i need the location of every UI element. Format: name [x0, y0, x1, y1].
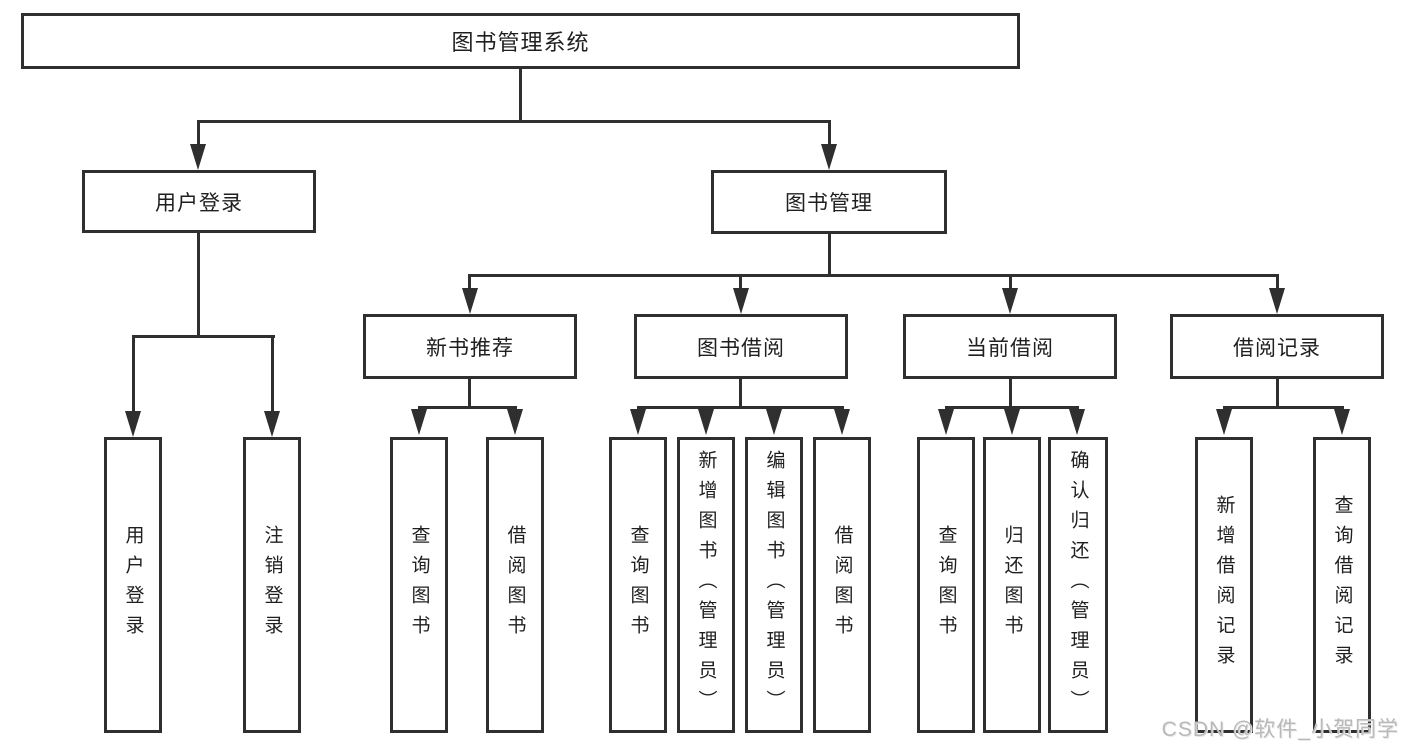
arrowhead-down-icon — [1004, 409, 1020, 435]
node-label: 查询借阅记录 — [1331, 495, 1353, 675]
node-label: 查询图书 — [627, 525, 649, 645]
arrowhead-down-icon — [1216, 409, 1232, 435]
node-label: 新书推荐 — [426, 336, 514, 360]
leaf-query-books-recommend: 查询图书 — [390, 437, 448, 733]
leaf-query-borrow-record: 查询借阅记录 — [1313, 437, 1371, 733]
arrowhead-down-icon — [733, 288, 749, 314]
node-current-borrow: 当前借阅 — [903, 314, 1117, 379]
node-user-login: 用户登录 — [82, 170, 316, 233]
connector-line — [1009, 274, 1012, 290]
leaf-add-books-admin: 新增图书（管理员） — [677, 437, 735, 733]
node-label: 归还图书 — [1001, 525, 1023, 645]
arrowhead-down-icon — [698, 409, 714, 435]
connector-line — [271, 335, 274, 413]
arrowhead-down-icon — [1334, 409, 1350, 435]
leaf-confirm-return-admin: 确认归还（管理员） — [1048, 437, 1108, 733]
connector-line — [519, 69, 522, 122]
node-root: 图书管理系统 — [21, 13, 1020, 69]
node-label: 借阅图书 — [504, 525, 526, 645]
node-label: 用户登录 — [122, 525, 144, 645]
arrowhead-down-icon — [1002, 288, 1018, 314]
connector-line — [468, 274, 471, 290]
connector-line — [418, 406, 517, 409]
node-label: 注销登录 — [261, 525, 283, 645]
leaf-edit-books-admin: 编辑图书（管理员） — [745, 437, 803, 733]
arrowhead-down-icon — [834, 409, 850, 435]
leaf-query-books-borrow: 查询图书 — [609, 437, 667, 733]
connector-line — [1009, 379, 1012, 409]
node-label: 当前借阅 — [966, 336, 1054, 360]
node-book-management: 图书管理 — [711, 170, 947, 234]
node-book-borrow: 图书借阅 — [634, 314, 848, 379]
leaf-return-books: 归还图书 — [983, 437, 1041, 733]
node-borrow-record: 借阅记录 — [1170, 314, 1384, 379]
connector-line — [132, 335, 135, 413]
leaf-add-borrow-record: 新增借阅记录 — [1195, 437, 1253, 733]
leaf-user-login: 用户登录 — [104, 437, 162, 733]
leaf-borrow-books: 借阅图书 — [813, 437, 871, 733]
connector-line — [468, 274, 1279, 277]
leaf-borrow-books-recommend: 借阅图书 — [486, 437, 544, 733]
connector-line — [197, 120, 200, 147]
connector-line — [132, 335, 275, 338]
arrowhead-down-icon — [462, 288, 478, 314]
arrowhead-down-icon — [411, 409, 427, 435]
node-label: 借阅记录 — [1233, 336, 1321, 360]
connector-line — [828, 234, 831, 276]
arrowhead-down-icon — [821, 144, 837, 170]
arrowhead-down-icon — [766, 409, 782, 435]
node-label: 编辑图书（管理员） — [763, 450, 785, 720]
connector-line — [637, 406, 844, 409]
leaf-logout: 注销登录 — [243, 437, 301, 733]
connector-line — [1276, 379, 1279, 409]
connector-line — [468, 379, 471, 409]
node-label: 查询图书 — [408, 525, 430, 645]
connector-line — [739, 274, 742, 290]
node-label: 新增借阅记录 — [1213, 495, 1235, 675]
arrowhead-down-icon — [630, 409, 646, 435]
connector-line — [1223, 406, 1344, 409]
node-label: 借阅图书 — [831, 525, 853, 645]
leaf-query-books-current: 查询图书 — [917, 437, 975, 733]
arrowhead-down-icon — [1269, 288, 1285, 314]
node-label: 图书管理系统 — [451, 30, 590, 55]
node-new-book-recommend: 新书推荐 — [363, 314, 577, 379]
node-label: 用户登录 — [155, 191, 243, 215]
arrowhead-down-icon — [938, 409, 954, 435]
arrowhead-down-icon — [264, 411, 280, 437]
node-label: 查询图书 — [935, 525, 957, 645]
arrowhead-down-icon — [125, 411, 141, 437]
connector-line — [739, 379, 742, 409]
connector-line — [828, 120, 831, 147]
node-label: 图书借阅 — [697, 336, 785, 360]
node-label: 新增图书（管理员） — [695, 450, 717, 720]
connector-line — [945, 406, 1079, 409]
connector-line — [1276, 274, 1279, 290]
node-label: 图书管理 — [785, 192, 873, 215]
connector-line — [197, 120, 831, 123]
node-label: 确认归还（管理员） — [1067, 450, 1089, 720]
connector-line — [197, 233, 200, 337]
arrowhead-down-icon — [190, 144, 206, 170]
arrowhead-down-icon — [507, 409, 523, 435]
arrowhead-down-icon — [1069, 409, 1085, 435]
